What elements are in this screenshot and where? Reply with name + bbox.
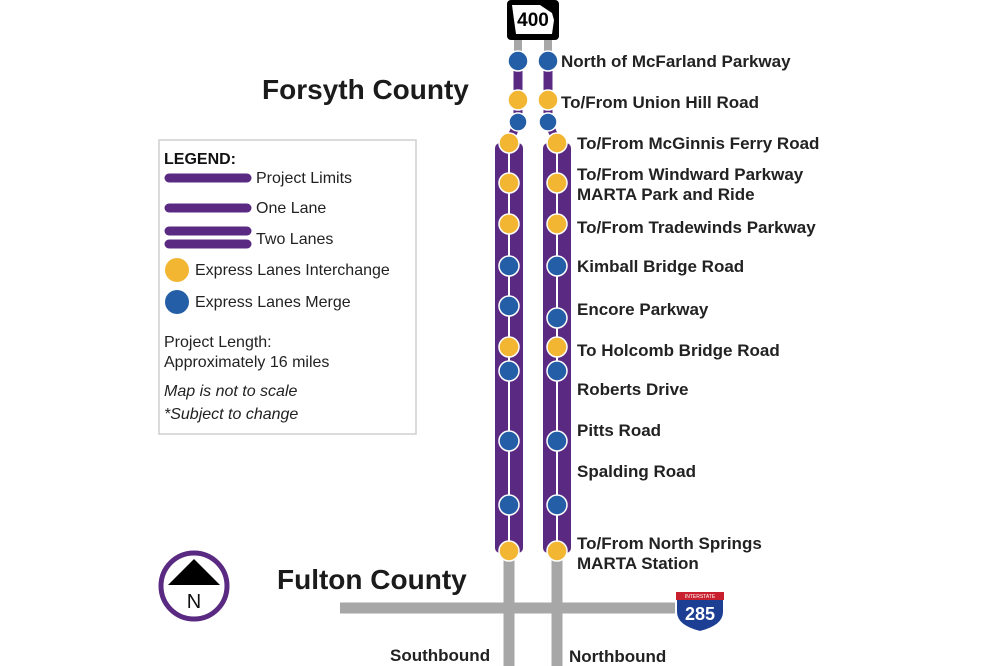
- interchange-marker: [498, 172, 520, 194]
- merge-marker: [498, 360, 520, 382]
- legend-note-scale: Map is not to scale: [164, 383, 298, 400]
- merge-marker: [546, 255, 568, 277]
- i285-shield: INTERSTATE 285: [675, 591, 725, 634]
- legend-box: [158, 139, 417, 435]
- i285-number: 285: [685, 604, 715, 624]
- legend-interchange-label: Express Lanes Interchange: [195, 262, 390, 279]
- fulton-county-label: Fulton County: [277, 564, 467, 595]
- location-label: North of McFarland Parkway: [561, 52, 791, 71]
- legend-note-change: *Subject to change: [164, 406, 298, 423]
- interchange-marker: [507, 89, 529, 111]
- legend-merge-label: Express Lanes Merge: [195, 294, 351, 311]
- northbound-label: Northbound: [569, 647, 666, 666]
- legend-length-value: Approximately 16 miles: [164, 354, 329, 371]
- merge-marker: [546, 360, 568, 382]
- location-label: Kimball Bridge Road: [577, 257, 744, 276]
- location-label: To/From McGinnis Ferry Road: [577, 134, 819, 153]
- merge-marker: [538, 112, 558, 132]
- location-label: To/From North Springs: [577, 534, 762, 553]
- shield-body: [675, 591, 725, 634]
- interchange-marker: [546, 172, 568, 194]
- interchange-marker: [498, 213, 520, 235]
- interchange-marker: [498, 540, 520, 562]
- north-arrow-icon: [168, 559, 220, 585]
- location-label: To/From Windward Parkway: [577, 165, 804, 184]
- merge-marker: [546, 307, 568, 329]
- location-label: To/From Tradewinds Parkway: [577, 218, 816, 237]
- legend-two-lanes-label: Two Lanes: [256, 231, 333, 248]
- merge-marker: [537, 50, 559, 72]
- shield-red-top: [676, 592, 724, 600]
- interchange-marker: [546, 540, 568, 562]
- interchange-marker: [546, 132, 568, 154]
- route-400-shield: 400: [507, 0, 559, 40]
- merge-marker: [498, 295, 520, 317]
- merge-marker: [498, 430, 520, 452]
- location-label: Encore Parkway: [577, 300, 709, 319]
- location-label: Pitts Road: [577, 421, 661, 440]
- legend-length-label: Project Length:: [164, 334, 272, 351]
- location-label: MARTA Station: [577, 554, 699, 573]
- location-label: Spalding Road: [577, 462, 696, 481]
- location-label: MARTA Park and Ride: [577, 185, 755, 204]
- georgia-state-shape: [512, 5, 554, 34]
- interchange-marker: [537, 89, 559, 111]
- merge-marker: [498, 255, 520, 277]
- north-arrow: N: [158, 550, 230, 622]
- legend-title: LEGEND:: [164, 151, 236, 168]
- location-label: To/From Union Hill Road: [561, 93, 759, 112]
- legend-project-limits-label: Project Limits: [256, 170, 352, 187]
- compass-ring: [158, 550, 230, 622]
- location-label: To Holcomb Bridge Road: [577, 341, 780, 360]
- merge-marker: [546, 494, 568, 516]
- interstate-text: INTERSTATE: [685, 594, 716, 600]
- legend-interchange-icon: [165, 258, 189, 282]
- compass-label: N: [187, 591, 201, 613]
- lane-markers: [498, 50, 568, 562]
- interchange-marker: [546, 213, 568, 235]
- merge-marker: [546, 430, 568, 452]
- merge-marker: [507, 50, 529, 72]
- interchange-marker: [546, 336, 568, 358]
- legend-merge-icon: [165, 290, 189, 314]
- legend-one-lane-label: One Lane: [256, 200, 326, 217]
- merge-marker: [498, 494, 520, 516]
- southbound-label: Southbound: [390, 646, 490, 665]
- legend: LEGEND: Project Limits One Lane Two Lane…: [158, 139, 417, 435]
- interchange-marker: [498, 336, 520, 358]
- interchange-marker: [498, 132, 520, 154]
- merge-marker: [508, 112, 528, 132]
- route-number: 400: [517, 10, 549, 31]
- forsyth-county-label: Forsyth County: [262, 74, 469, 105]
- location-label: Roberts Drive: [577, 380, 688, 399]
